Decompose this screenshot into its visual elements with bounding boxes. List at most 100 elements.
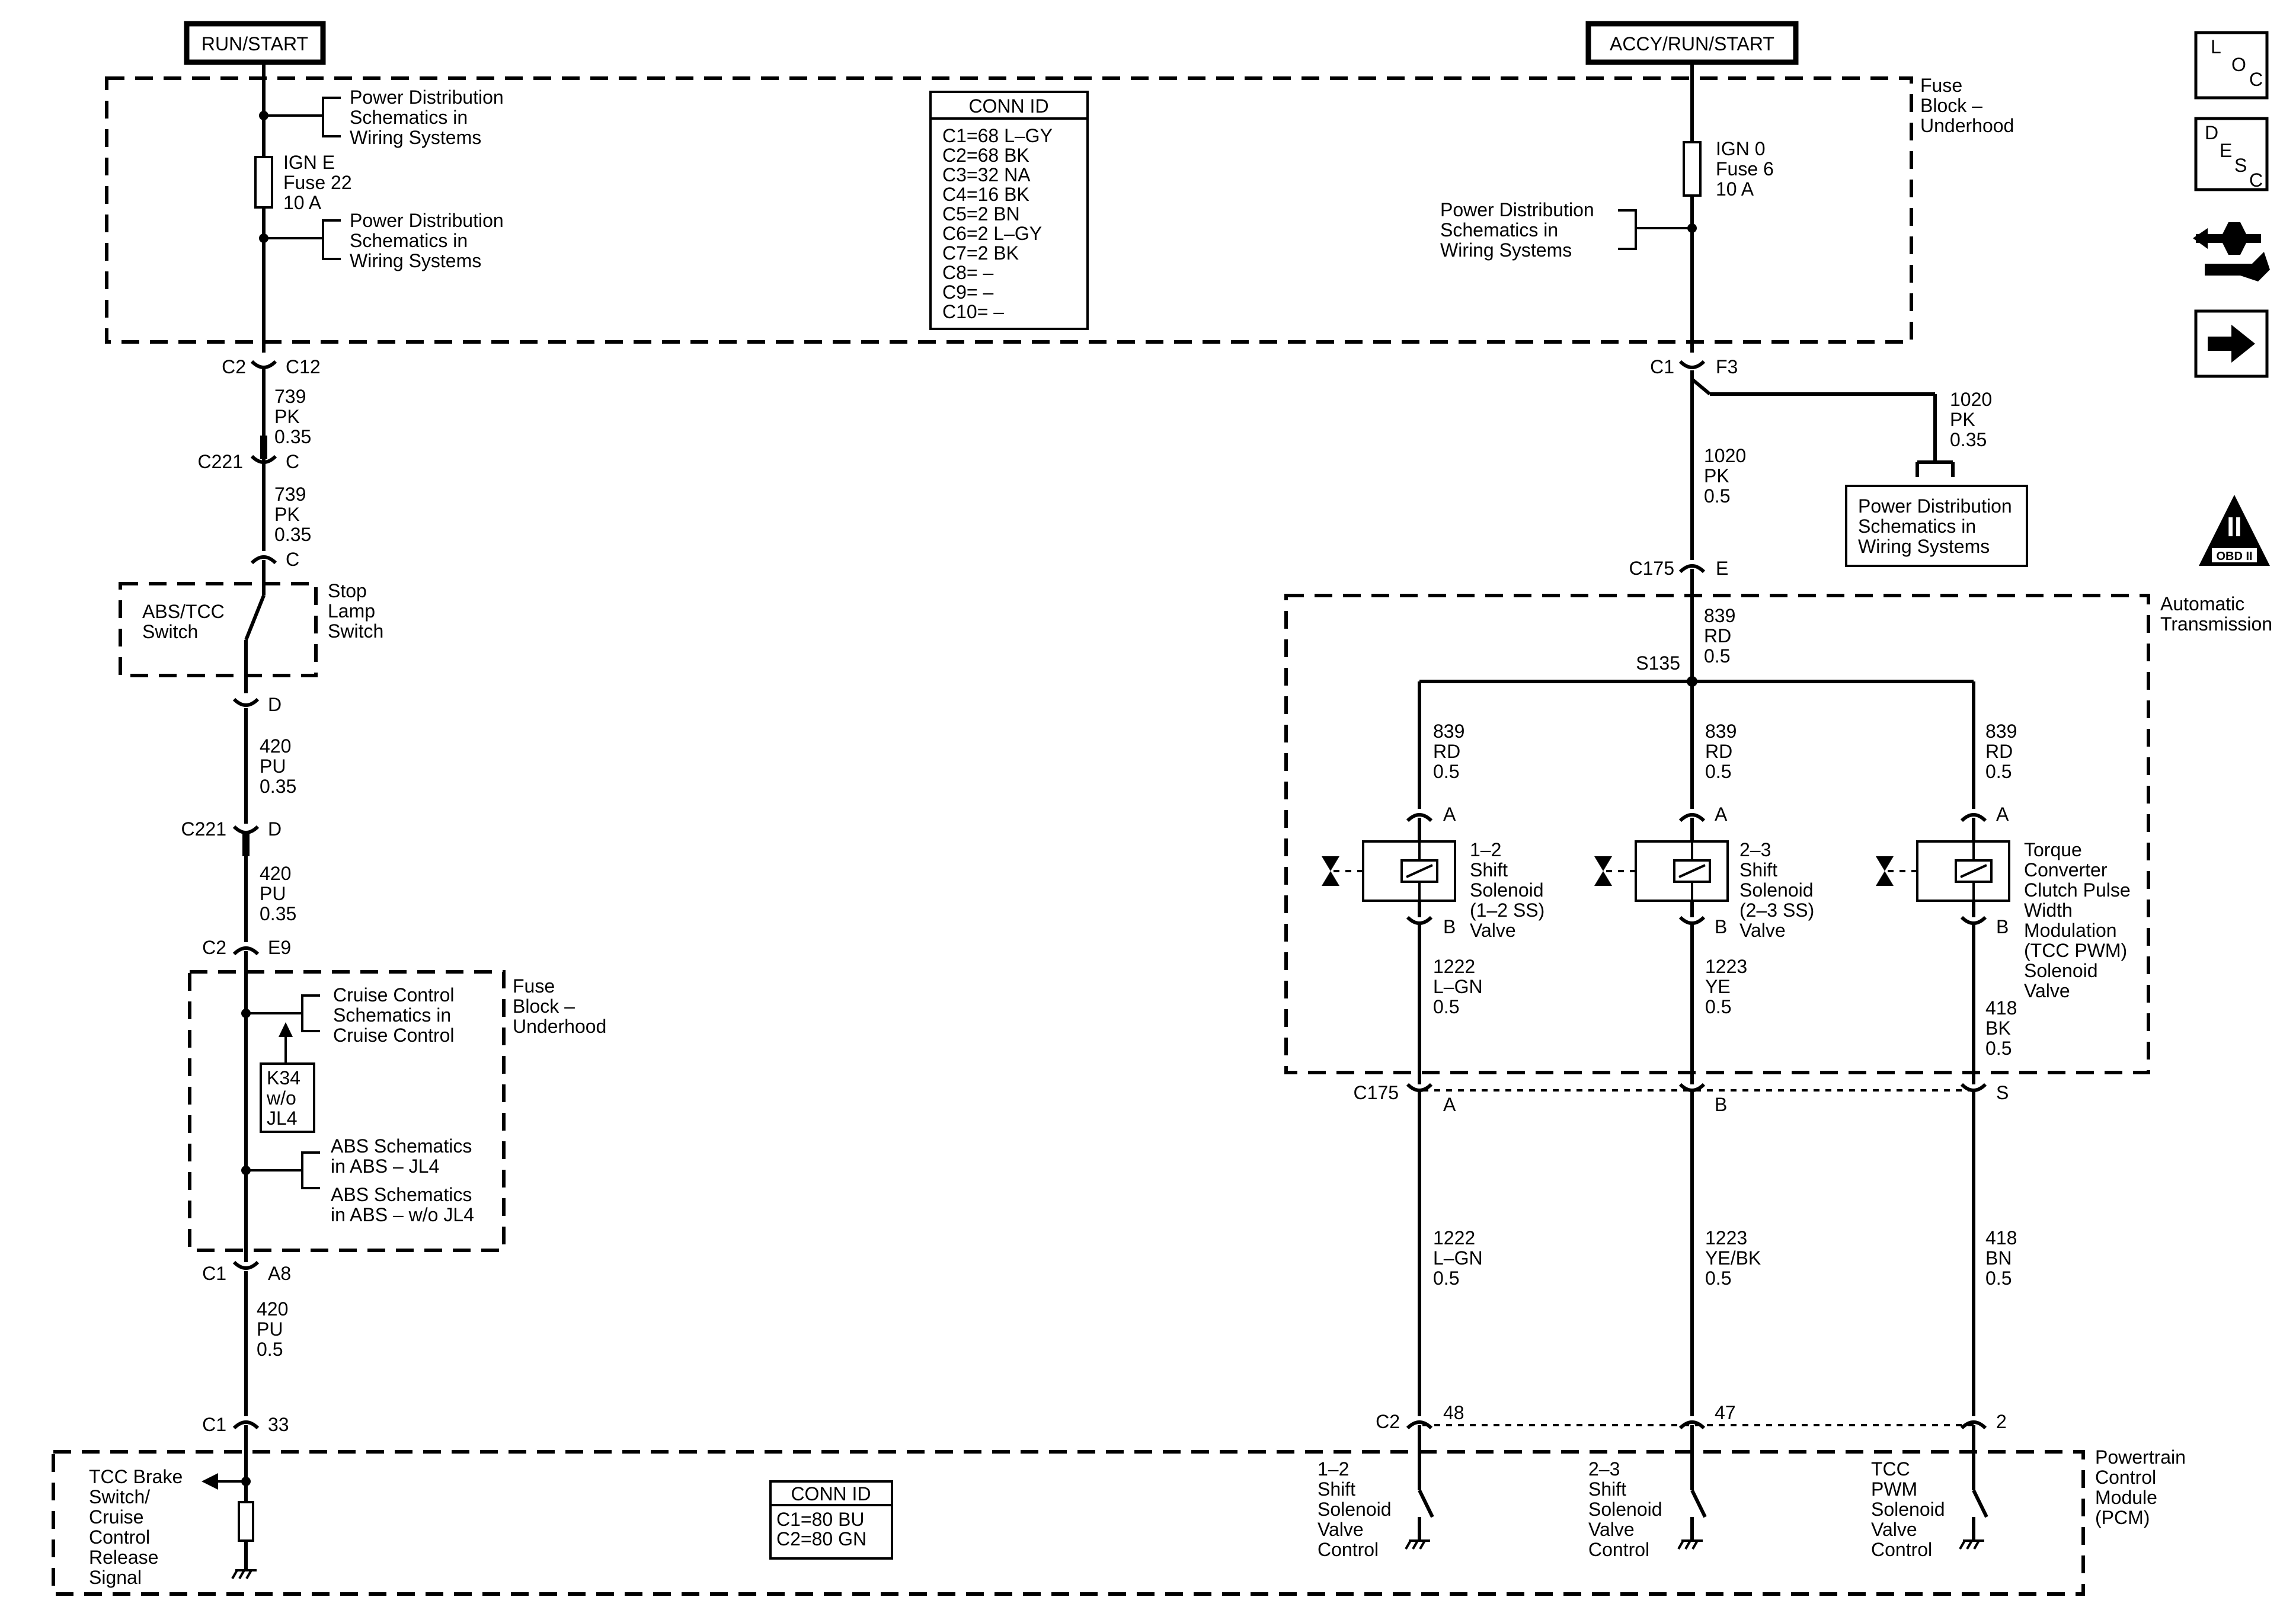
svg-text:O: O bbox=[2231, 54, 2246, 75]
automatic-transmission-label-line: Transmission bbox=[2160, 613, 2272, 635]
sol-23-label-line: Solenoid bbox=[1739, 879, 1814, 901]
cruise-label-line: Cruise Control bbox=[333, 984, 455, 1006]
pin-pin_d1: D bbox=[268, 694, 282, 715]
pcm-12-label-line: Valve bbox=[1318, 1519, 1364, 1540]
conn-id-top-row: C2=68 BK bbox=[942, 145, 1029, 166]
wire-1222a-label-line: 1222 bbox=[1433, 956, 1475, 977]
conn-id-top-box bbox=[929, 91, 1089, 330]
pin-c12: C12 bbox=[286, 356, 321, 377]
pin-c175b: C175 bbox=[1354, 1082, 1399, 1103]
wire-420a-label-line: 0.35 bbox=[260, 776, 296, 797]
wire-739a-label-line: PK bbox=[274, 406, 300, 427]
pin-pin_d2: D bbox=[268, 818, 282, 840]
accy-run-start-label: ACCY/RUN/START bbox=[1585, 21, 1799, 65]
wire-839-2-label-line: 0.5 bbox=[1705, 761, 1731, 782]
pin-pin_c2: C bbox=[286, 549, 299, 570]
pin-p33: 33 bbox=[268, 1414, 289, 1435]
sol-tcc-label-line: Width bbox=[2024, 900, 2073, 921]
wire-1222b-label-line: L–GN bbox=[1433, 1247, 1483, 1269]
wire-739b-label-line: 0.35 bbox=[274, 524, 311, 545]
loc-icon[interactable]: L O C bbox=[2194, 31, 2269, 100]
conn-id-top-row: C9= – bbox=[942, 281, 993, 303]
tcc-brake-label-line: Release bbox=[89, 1547, 158, 1568]
fuse-block-left-label-line: Fuse bbox=[513, 975, 555, 997]
pds-left-2-label-line: Wiring Systems bbox=[350, 250, 481, 271]
cruise-label-line: Schematics in bbox=[333, 1004, 451, 1026]
wire-839-1-label-line: 0.5 bbox=[1433, 761, 1459, 782]
wire-739a-label-line: 739 bbox=[274, 386, 306, 407]
wire-1020a-label-line: 1020 bbox=[1950, 389, 1992, 410]
wire-1223a-label-line: YE bbox=[1705, 976, 1731, 997]
sol-12-label-line: (1–2 SS) bbox=[1470, 900, 1544, 921]
wire-1222a-label-line: L–GN bbox=[1433, 976, 1483, 997]
fuse-block-left-label-line: Block – bbox=[513, 996, 575, 1017]
pds-left-1-label-line: Power Distribution bbox=[350, 87, 504, 108]
pin-ps: S bbox=[1996, 1082, 2009, 1103]
wire-420a-label-line: 420 bbox=[260, 735, 291, 757]
pcm-enclosure bbox=[52, 1450, 2085, 1596]
wire-418b-label-line: BN bbox=[1985, 1247, 2012, 1269]
fuse-block-underhood-enclosure bbox=[105, 76, 1913, 344]
pin-c221a: C221 bbox=[198, 451, 244, 472]
pcm-label-line: Powertrain bbox=[2095, 1446, 2186, 1468]
pds-right-label-line: Wiring Systems bbox=[1440, 239, 1572, 261]
pds-left-1-label-line: Schematics in bbox=[350, 107, 468, 128]
solenoid-column-3 bbox=[1876, 813, 2010, 1550]
pcm-label-line: (PCM) bbox=[2095, 1507, 2150, 1528]
wire-739b-label-line: 739 bbox=[274, 484, 306, 505]
conn-id-bottom-title: CONN ID bbox=[791, 1483, 871, 1505]
pin-a2: A bbox=[1715, 804, 1728, 825]
connector-wrench-icon[interactable] bbox=[2193, 222, 2270, 281]
pin-a8: A8 bbox=[268, 1263, 291, 1284]
stop-lamp-switch-enclosure bbox=[119, 582, 318, 677]
pin-c1b: C1 bbox=[202, 1414, 226, 1435]
svg-text:C: C bbox=[2249, 69, 2263, 90]
svg-text:RUN/START: RUN/START bbox=[202, 33, 308, 55]
fuse-ign-e-label-line: 10 A bbox=[283, 192, 322, 213]
wire-1223a-label-line: 0.5 bbox=[1705, 996, 1731, 1017]
wire-739b-label-line: PK bbox=[274, 504, 300, 525]
wire-1222b-label-line: 1222 bbox=[1433, 1227, 1475, 1249]
wire-839-label-line: 839 bbox=[1704, 605, 1735, 626]
right-circuit bbox=[1418, 62, 2028, 809]
abs-tcc-label-line: Switch bbox=[142, 621, 198, 642]
arrow-right-icon[interactable] bbox=[2194, 309, 2269, 378]
abs-tcc-label-line: ABS/TCC bbox=[142, 601, 225, 622]
pds-right-label-line: Schematics in bbox=[1440, 219, 1558, 241]
conn-id-bottom-row: C2=80 GN bbox=[776, 1528, 866, 1550]
pds-left-2-label-line: Schematics in bbox=[350, 230, 468, 251]
pcm-tcc-label-line: TCC bbox=[1871, 1458, 1910, 1480]
solenoid-columns bbox=[1322, 813, 2010, 1550]
wire-839-3-label-line: RD bbox=[1985, 741, 2013, 762]
obd-ii-icon: II OBD II bbox=[2199, 495, 2270, 566]
conn-id-top-row: C6=2 L–GY bbox=[942, 223, 1042, 244]
sol-tcc-label-line: Converter bbox=[2024, 859, 2108, 881]
pcm-23-label-line: 2–3 bbox=[1588, 1458, 1620, 1480]
fuse-block-left-enclosure bbox=[188, 970, 506, 1252]
pin-pin_e: E bbox=[1716, 558, 1728, 579]
svg-text:C: C bbox=[2249, 169, 2263, 191]
wire-839-1-label-line: RD bbox=[1433, 741, 1460, 762]
svg-text:S: S bbox=[2234, 155, 2247, 176]
fuse-ign-e-label-line: Fuse 22 bbox=[283, 172, 352, 193]
sol-23-label-line: Valve bbox=[1739, 920, 1786, 941]
pin-p47: 47 bbox=[1715, 1402, 1736, 1423]
tcc-brake-label-line: Control bbox=[89, 1526, 150, 1548]
desc-icon[interactable]: D E S C bbox=[2194, 117, 2269, 191]
